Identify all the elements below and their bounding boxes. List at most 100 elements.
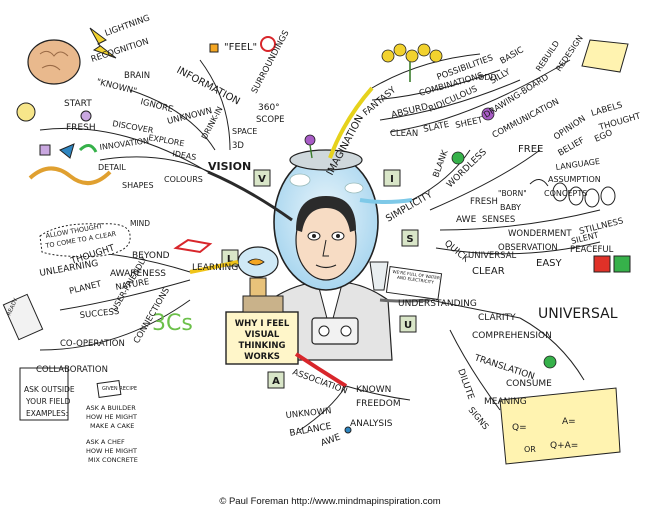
simplicity-observation: OBSERVATION xyxy=(498,243,558,253)
imagination-clean: CLEAN xyxy=(390,129,418,139)
panel-dial-right xyxy=(340,325,352,337)
association-analysis: ANALYSIS xyxy=(350,419,393,429)
fish-icon xyxy=(247,258,265,266)
jar-label-box xyxy=(385,265,443,301)
purple-dot-icon xyxy=(481,107,495,121)
simplicity-assumption: ASSUMPTION xyxy=(548,175,601,184)
green-dot-icon xyxy=(451,151,465,165)
vision-feel: "FEEL" xyxy=(224,42,257,53)
association-known: KNOWN xyxy=(356,385,391,395)
understanding-consume: CONSUME xyxy=(506,379,552,389)
learning-collaboration: COLLABORATION xyxy=(36,365,108,375)
right-pupil xyxy=(336,234,340,238)
green-square-icon xyxy=(613,255,631,273)
thought-cloud xyxy=(39,223,131,257)
vision-colours: COLOURS xyxy=(164,175,203,184)
copyright-footer: © Paul Foreman http://www.mindmapinspira… xyxy=(219,496,441,507)
vision-ideas: IDEAS xyxy=(172,149,197,162)
association-awe: AWE xyxy=(320,432,343,448)
learning-builder-line3: MAKE A CAKE xyxy=(90,422,134,430)
equation-card xyxy=(499,387,621,465)
drawing-board-icon xyxy=(581,39,629,73)
green-dot-icon xyxy=(543,355,557,369)
squiggle-icon xyxy=(28,166,112,185)
understanding-translation: TRANSLATION xyxy=(472,353,536,382)
svg-text:A: A xyxy=(272,376,280,387)
sign-line-4: WORKS xyxy=(244,352,280,362)
vision-360: 360° xyxy=(258,103,280,113)
learning-chef-line1: ASK A CHEF xyxy=(86,438,125,446)
simplicity-born: "BORN" xyxy=(498,189,527,198)
vision-space: SPACE xyxy=(232,127,257,136)
simplicity-label: SIMPLICITY xyxy=(384,189,435,225)
vision-discover: DISCOVER xyxy=(112,119,155,135)
imagination-absurd: ABSURD xyxy=(390,102,429,121)
understanding-signs: SIGNS xyxy=(466,406,491,433)
svg-text:U: U xyxy=(404,320,412,331)
imagination-slate: SLATE xyxy=(423,120,451,135)
helmet-top-ring xyxy=(289,149,363,171)
examples-frame xyxy=(19,367,69,421)
jar-icon xyxy=(369,261,389,291)
understanding-comprehension: COMPREHENSION xyxy=(472,331,552,341)
equation-or: OR xyxy=(524,445,536,454)
jar-note: WE'RE FULL OF WATER AND ELECTRICITY xyxy=(369,261,443,301)
simplicity-section: SIMPLICITY BLANK WORDLESS COMMUNICATION … xyxy=(384,97,643,277)
association-branch xyxy=(294,352,348,388)
association-section: ASSOCIATION KNOWN FREEDOM UNKNOWN BALANC… xyxy=(285,367,411,449)
learning-success: SUCCESS xyxy=(79,307,119,321)
brain-icon xyxy=(27,39,81,85)
understanding-dilute: DILUTE xyxy=(455,368,475,402)
svg-text:3Cs: 3Cs xyxy=(152,311,193,336)
understanding-clarity: CLARITY xyxy=(478,313,516,323)
imagination-branch xyxy=(328,86,374,159)
vision-shapes: SHAPES xyxy=(122,181,154,190)
sign-box xyxy=(242,295,284,313)
association-freedom: FREEDOM xyxy=(356,399,401,409)
simplicity-language: LANGUAGE xyxy=(555,157,601,172)
learning-chef-line2: HOW HE MIGHT xyxy=(86,447,137,455)
orange-square-icon xyxy=(209,43,219,53)
simplicity-clear: CLEAR xyxy=(472,266,505,277)
learning-label: LEARNING xyxy=(192,263,238,273)
simplicity-free: FREE xyxy=(518,144,543,155)
understanding-meaning: MEANING xyxy=(484,397,527,407)
understanding-universal: UNIVERSAL xyxy=(538,306,618,322)
learning-beyond: BEYOND xyxy=(132,251,170,261)
simplicity-stillness: STILLNESS xyxy=(578,216,624,237)
understanding-section: UNDERSTANDING CLARITY UNIVERSAL COMPREHE… xyxy=(398,299,621,465)
blue-dot-icon xyxy=(344,426,352,434)
vision-scope: SCOPE xyxy=(256,115,285,125)
equation-q: Q= xyxy=(512,423,527,433)
learning-your-field: YOUR FIELD xyxy=(25,397,71,406)
helmet-cloud xyxy=(289,173,311,187)
simplicity-fresh: FRESH xyxy=(470,197,498,207)
block-u: U xyxy=(399,315,417,333)
sign-line-3: THINKING xyxy=(238,341,285,351)
red-circle-arrow-icon xyxy=(260,36,276,52)
imagination-silly: SILLY xyxy=(489,67,513,87)
vision-ignore: IGNORE xyxy=(139,97,174,115)
block-a: A xyxy=(267,371,285,389)
equation-a: A= xyxy=(562,417,576,427)
vision-fresh: FRESH xyxy=(66,123,96,133)
green-curve-icon xyxy=(78,144,98,153)
vision-detail: DETAIL xyxy=(98,163,126,172)
imagination-sheet: SHEET xyxy=(455,115,485,131)
imagination-basic: BASIC xyxy=(499,45,526,66)
block-s: S xyxy=(401,229,419,247)
learning-cooperation: CO-OPERATION xyxy=(60,339,125,349)
simplicity-ego: EGO xyxy=(593,128,614,145)
learning-unlearning: UNLEARNING xyxy=(39,259,99,279)
vision-section: VISION INFORMATION "FEEL" SURROUNDINGS 3… xyxy=(16,13,292,190)
helmet-cloud xyxy=(344,182,364,194)
recipe-card xyxy=(96,379,122,399)
flower-icon xyxy=(304,134,316,146)
imagination-odd: ODD xyxy=(478,73,497,82)
learning-awareness: AWARENESS xyxy=(110,269,166,279)
association-unknown: UNKNOWN xyxy=(285,406,332,421)
simplicity-peaceful: PEACEFUL xyxy=(570,245,614,255)
learning-section: 3Cs LEARNING ALLOW THOUGHT TO COME TO A … xyxy=(2,219,238,464)
sign-board xyxy=(225,311,299,365)
